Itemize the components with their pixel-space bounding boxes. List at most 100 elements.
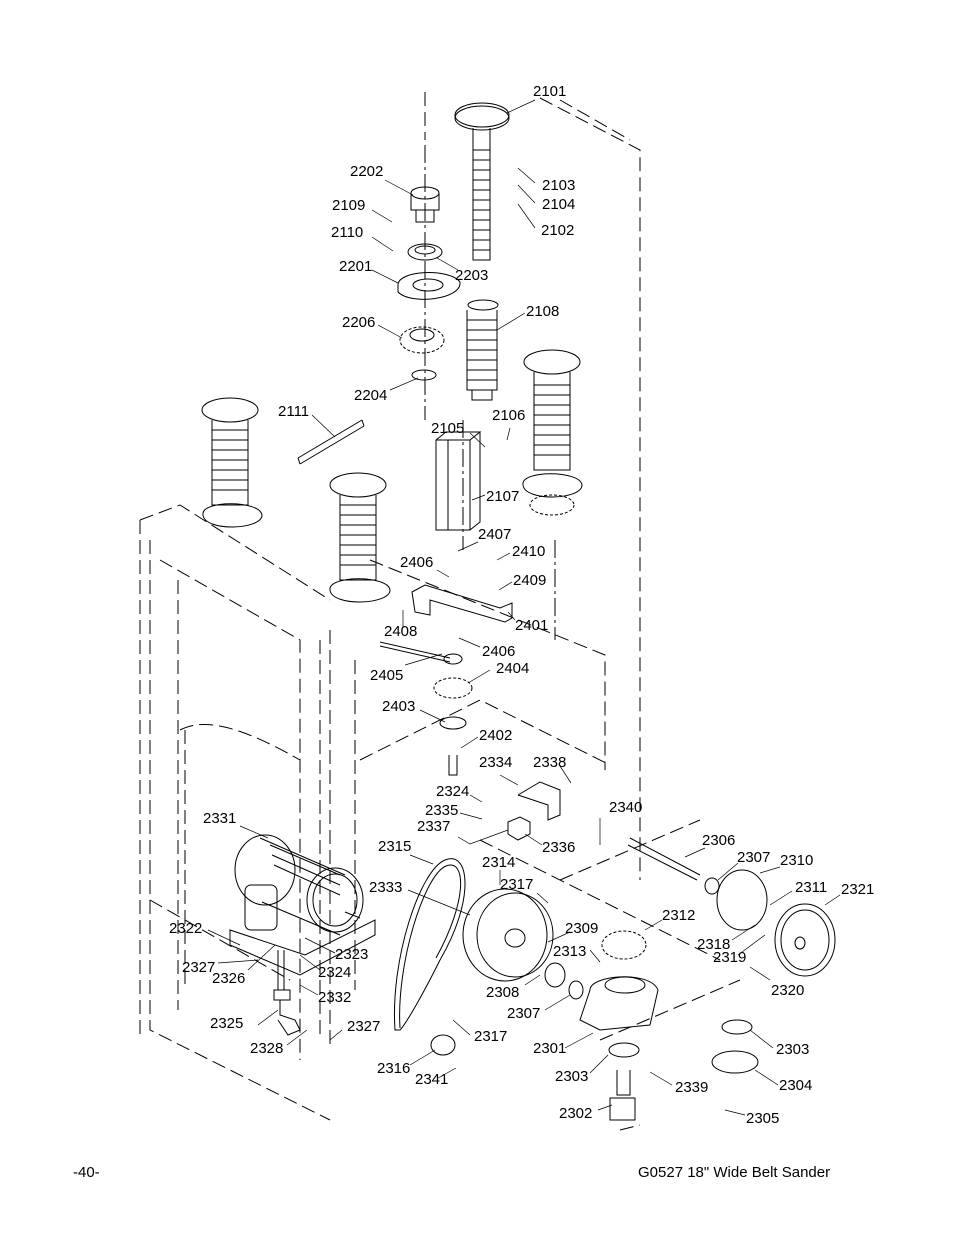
part-label: 2305 — [746, 1110, 780, 1127]
hub-plate — [716, 869, 768, 931]
part-label: 2315 — [378, 838, 412, 855]
part-label: 2320 — [771, 982, 805, 999]
part-label: 2203 — [455, 267, 489, 284]
sprocket-top — [399, 326, 445, 354]
switch-block — [507, 816, 531, 841]
part-label: 2202 — [350, 163, 384, 180]
part-label: 2313 — [553, 943, 587, 960]
bearing-flange — [711, 1050, 759, 1074]
part-label: 2307 — [507, 1005, 541, 1022]
part-label: 2406 — [482, 643, 516, 660]
part-label: 2106 — [492, 407, 526, 424]
part-label: 2335 — [425, 802, 459, 819]
part-label: 2333 — [369, 879, 403, 896]
gearbox-housing — [579, 976, 659, 1031]
part-label: 2312 — [662, 907, 696, 924]
document-title: G0527 18" Wide Belt Sander — [638, 1164, 831, 1181]
part-label: 2337 — [417, 818, 451, 835]
part-label: 2302 — [559, 1105, 593, 1122]
page-number: -40- — [73, 1164, 100, 1181]
part-label: 2339 — [675, 1079, 709, 1096]
bearing-2303-b — [721, 1019, 753, 1035]
part-label: 2102 — [541, 222, 575, 239]
part-label: 2331 — [203, 810, 237, 827]
worm-shaft — [627, 837, 701, 881]
threaded-rod — [379, 641, 451, 663]
part-label: 2307 — [737, 849, 771, 866]
part-label: 2314 — [482, 854, 516, 871]
bearing-2307-upper — [704, 877, 720, 895]
part-label: 2317 — [500, 876, 534, 893]
part-label: 2303 — [776, 1041, 810, 1058]
collar — [544, 962, 566, 988]
bearing-2303-a — [608, 1042, 640, 1058]
part-label: 2308 — [486, 984, 520, 1001]
part-label: 2306 — [702, 832, 736, 849]
part-label: 2328 — [250, 1040, 284, 1057]
part-label: 2406 — [400, 554, 434, 571]
part-label: 2104 — [542, 196, 576, 213]
part-label: 2204 — [354, 387, 388, 404]
handwheel — [774, 903, 836, 977]
part-label: 2402 — [479, 727, 513, 744]
adjust-bracket — [411, 584, 513, 623]
part-label: 2407 — [478, 526, 512, 543]
v-belt — [393, 858, 466, 1031]
bearing-2403 — [439, 716, 467, 730]
column-right — [522, 349, 583, 516]
part-label: 2201 — [339, 258, 373, 275]
bellows-boot — [466, 299, 499, 401]
mount-bolt — [273, 950, 301, 1036]
part-label: 2304 — [779, 1077, 813, 1094]
part-label: 2311 — [795, 879, 828, 896]
part-label: 2101 — [533, 83, 567, 100]
part-label: 2110 — [331, 224, 364, 241]
pivot-shaft — [448, 755, 458, 776]
part-label: 2341 — [415, 1071, 449, 1088]
part-label: 2401 — [515, 617, 549, 634]
part-label: 2324 — [318, 964, 352, 981]
sprocket-lower — [433, 677, 473, 699]
center-lines — [424, 145, 556, 640]
part-label: 2206 — [342, 314, 376, 331]
part-label: 2327 — [182, 959, 216, 976]
part-label: 2325 — [210, 1015, 244, 1032]
frame-outline — [139, 92, 741, 1131]
part-label: 2103 — [542, 177, 576, 194]
part-label: 2340 — [609, 799, 643, 816]
part-label: 2408 — [384, 623, 418, 640]
motor — [229, 834, 376, 976]
part-label: 2321 — [841, 881, 875, 898]
part-label: 2107 — [486, 488, 520, 505]
part-label: 2323 — [335, 946, 369, 963]
part-label: 2322 — [169, 920, 203, 937]
switch-bracket — [517, 781, 561, 821]
part-label: 2319 — [713, 949, 747, 966]
part-label: 2403 — [382, 698, 416, 715]
part-label: 2326 — [212, 970, 246, 987]
guide-block — [435, 431, 482, 531]
leveling-screw-top — [454, 102, 510, 261]
pinion-gear — [609, 1070, 636, 1121]
part-label: 2338 — [533, 754, 567, 771]
part-label: 2324 — [436, 783, 470, 800]
column-middle — [329, 472, 391, 603]
part-label: 2105 — [431, 420, 465, 437]
drive-pulley — [462, 888, 554, 982]
column-left — [201, 397, 263, 528]
part-label: 2301 — [533, 1040, 567, 1057]
part-label: 2317 — [474, 1028, 508, 1045]
part-label: 2334 — [479, 754, 513, 771]
bearing-2307-lower — [568, 980, 584, 1000]
part-label: 2111 — [278, 403, 310, 420]
bushing — [410, 186, 440, 223]
part-label: 2327 — [347, 1018, 381, 1035]
worm-gear — [601, 930, 647, 960]
part-label: 2410 — [512, 543, 546, 560]
part-label: 2336 — [542, 839, 576, 856]
part-label: 2316 — [377, 1060, 411, 1077]
part-label: 2109 — [332, 197, 366, 214]
leader-lines — [207, 99, 841, 1116]
part-label: 2309 — [565, 920, 599, 937]
